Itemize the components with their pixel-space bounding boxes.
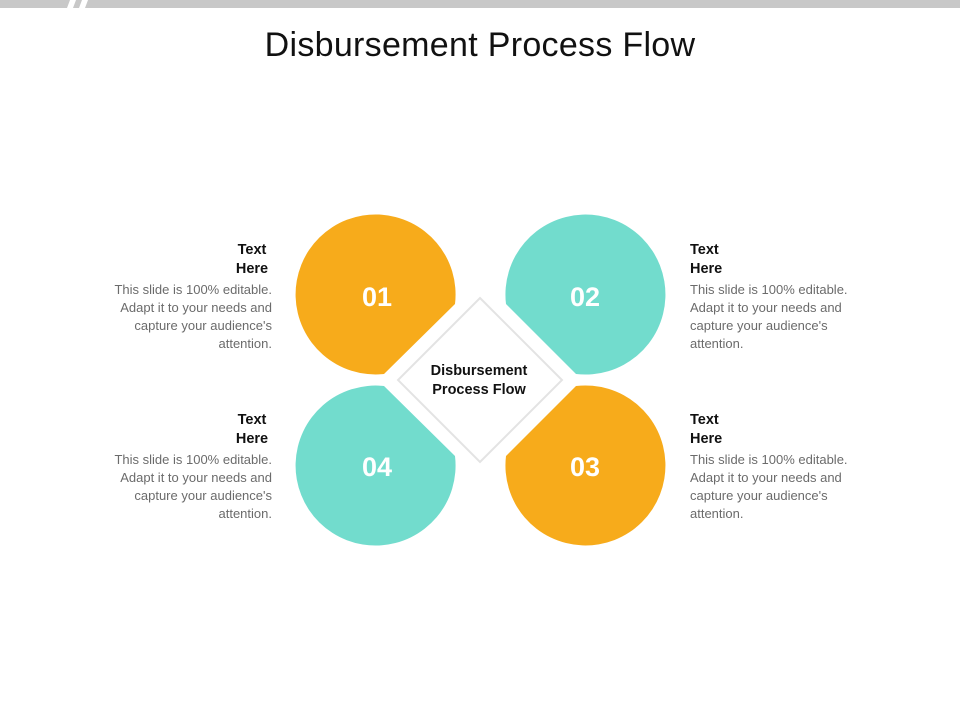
text-block-01-body: This slide is 100% editable. Adapt it to… xyxy=(114,282,272,351)
text-block-03-heading: Text Here xyxy=(690,412,723,447)
text-block-02-heading: Text Here xyxy=(690,242,723,277)
petal-01-number: 01 xyxy=(362,282,392,312)
text-block-04: Text Here This slide is 100% editable. A… xyxy=(110,411,272,523)
text-block-03-body: This slide is 100% editable. Adapt it to… xyxy=(690,452,848,521)
petal-03-number: 03 xyxy=(570,452,600,482)
petal-03-shape xyxy=(505,385,666,546)
petal-02-shape xyxy=(505,214,666,375)
petal-02[interactable]: 02 xyxy=(505,214,666,375)
text-block-02: Text Here This slide is 100% editable. A… xyxy=(690,241,852,353)
text-block-04-heading: Text Here xyxy=(235,412,269,447)
center-diamond xyxy=(396,296,564,464)
petal-03[interactable]: 03 xyxy=(505,385,666,546)
petal-01[interactable]: 01 xyxy=(295,214,456,375)
petal-04-shape xyxy=(295,385,456,546)
text-block-03: Text Here This slide is 100% editable. A… xyxy=(690,411,852,523)
petal-02-number: 02 xyxy=(570,282,600,312)
top-decorative-bar xyxy=(0,0,960,8)
text-block-01: Text Here This slide is 100% editable. A… xyxy=(110,241,272,353)
text-block-01-heading: Text Here xyxy=(235,242,269,277)
text-block-02-body: This slide is 100% editable. Adapt it to… xyxy=(690,282,848,351)
center-label: Disbursement Process Flow xyxy=(430,363,528,398)
page-title: Disbursement Process Flow xyxy=(264,26,696,64)
petal-04[interactable]: 04 xyxy=(295,385,456,546)
petal-01-shape xyxy=(295,214,456,375)
petal-04-number: 04 xyxy=(362,452,392,482)
text-block-04-body: This slide is 100% editable. Adapt it to… xyxy=(114,452,272,521)
